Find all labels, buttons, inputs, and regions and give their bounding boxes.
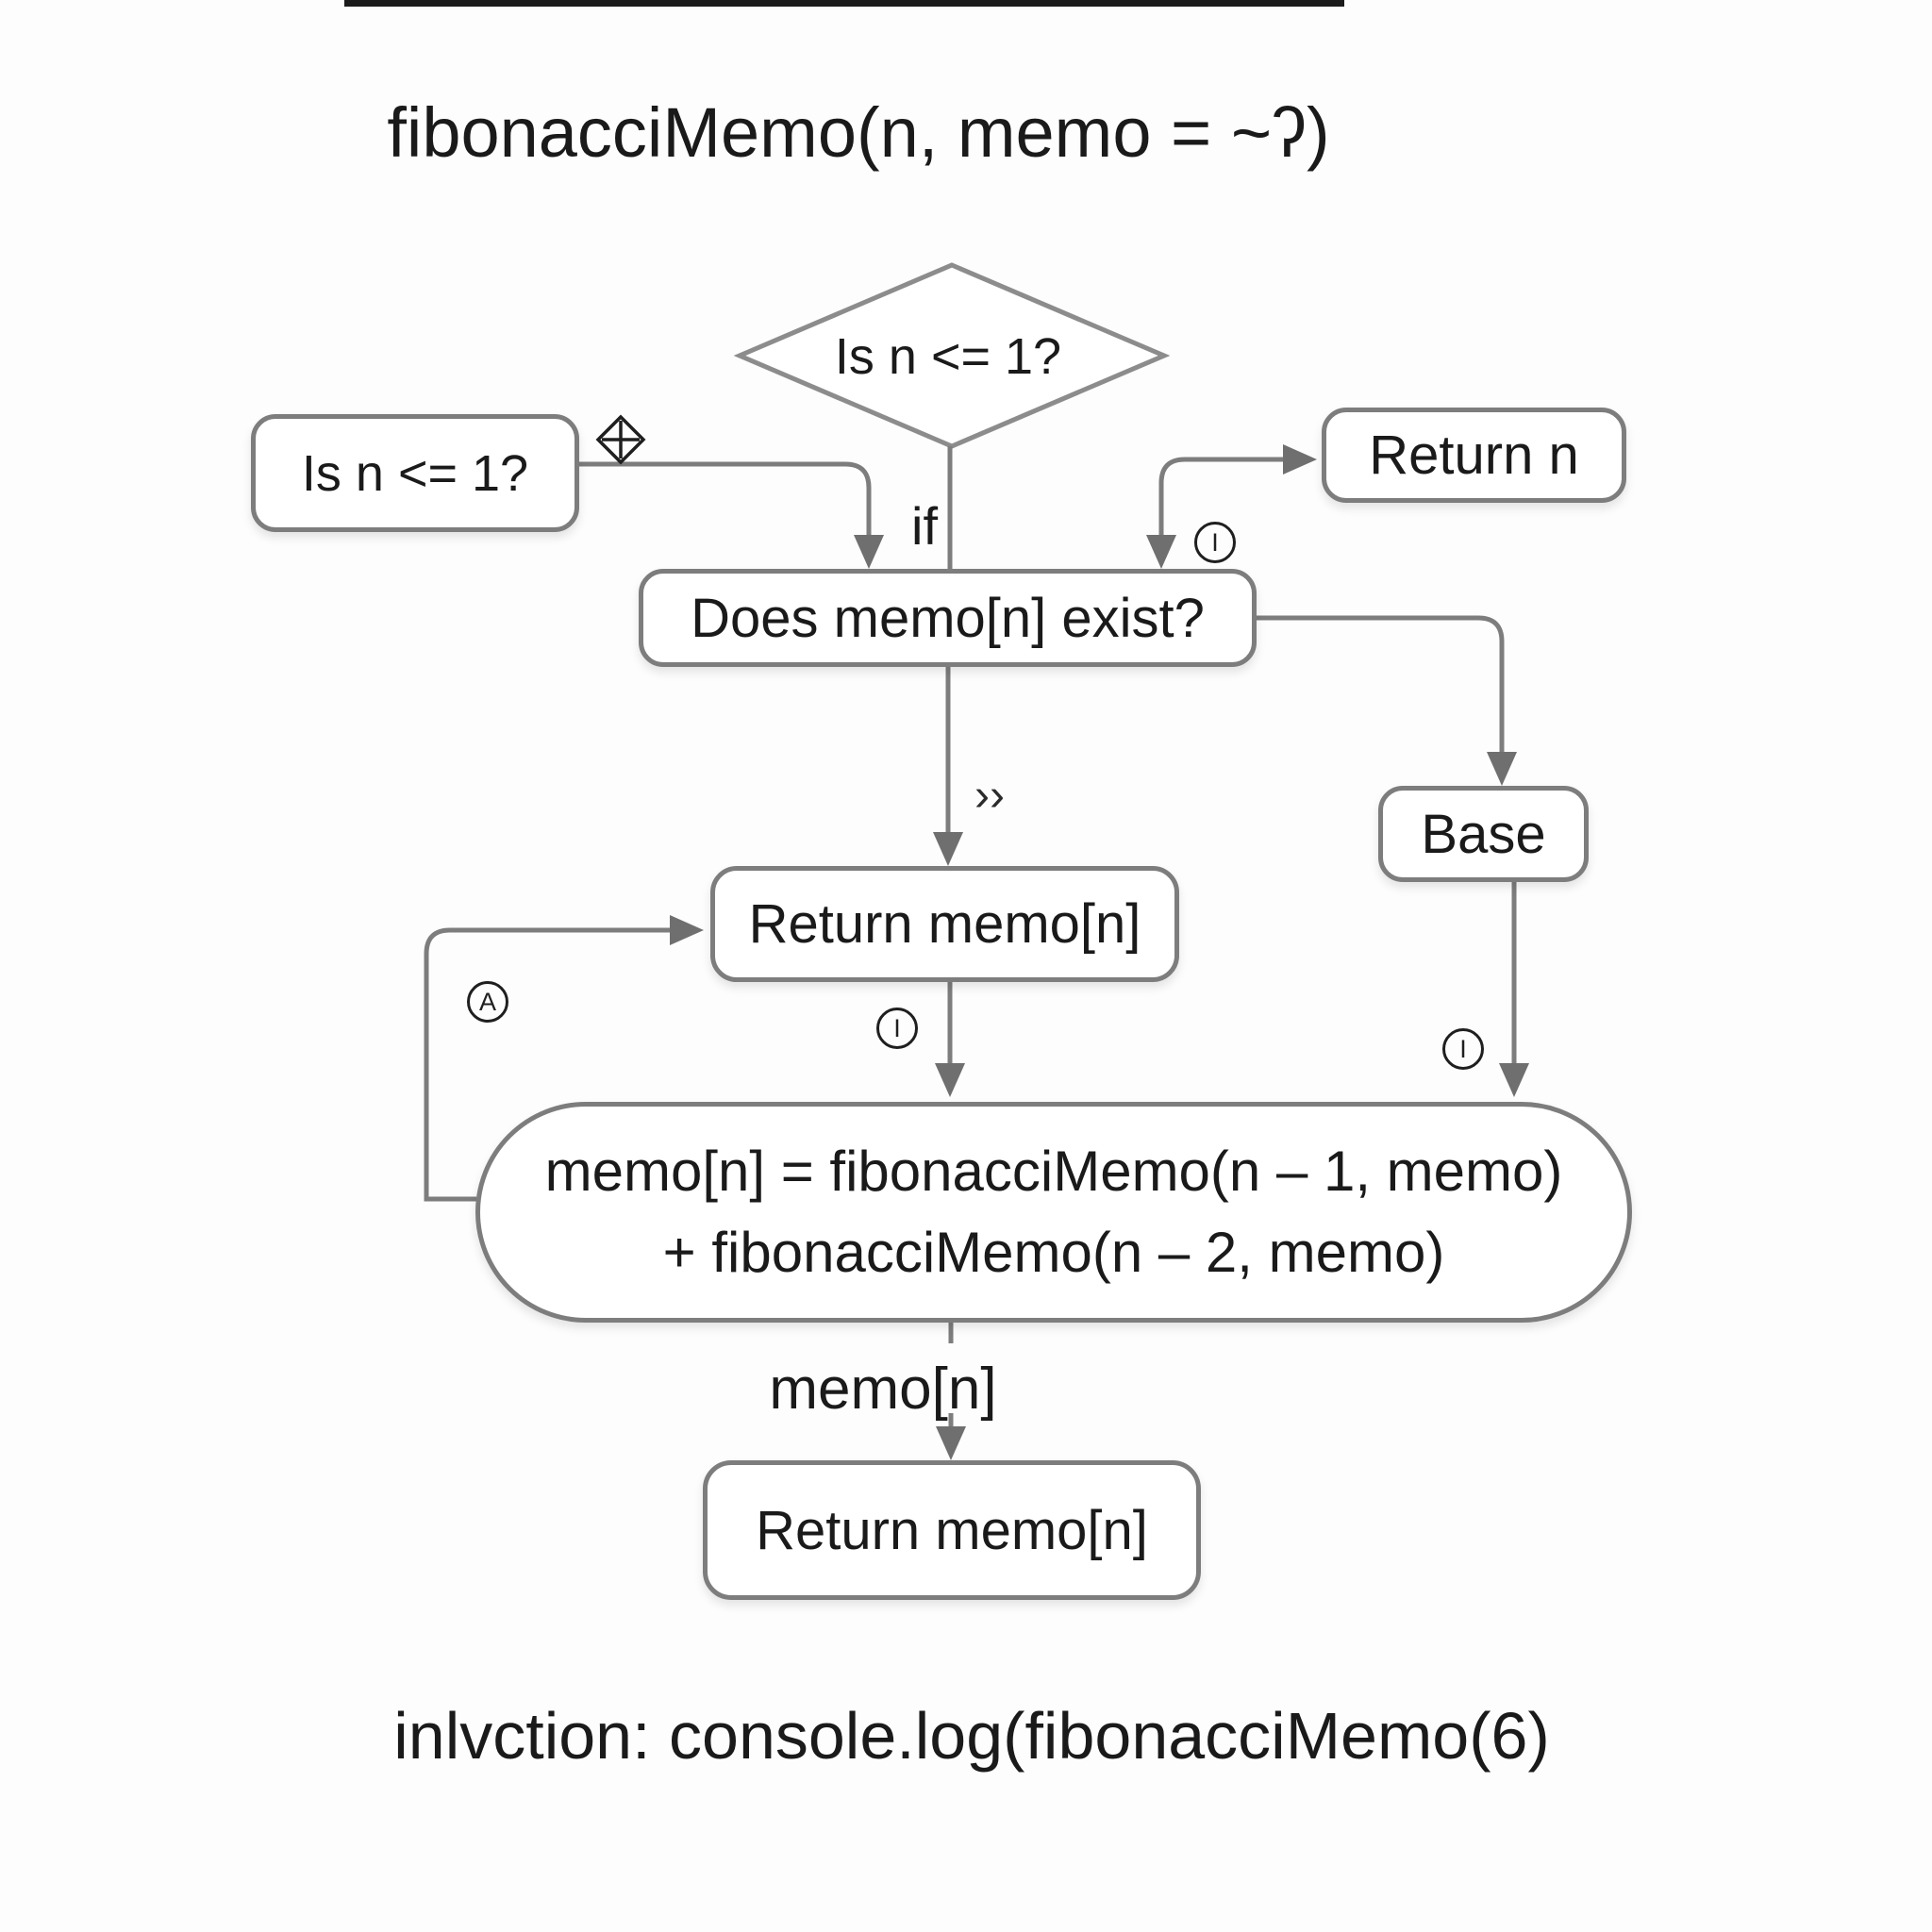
edge-label-memo-n: memo[n] bbox=[769, 1356, 997, 1422]
decision-diamond-label: Is n <= 1? bbox=[834, 328, 1062, 385]
return-memo-bottom-node: Return memo[n] bbox=[703, 1460, 1201, 1600]
compute-memo-node: memo[n] = fibonacciMemo(n – 1, memo) + f… bbox=[475, 1102, 1632, 1323]
arrowhead-down bbox=[936, 1426, 966, 1460]
arrowhead-down bbox=[1146, 535, 1176, 569]
arrowhead-down bbox=[1487, 752, 1517, 786]
circled-i-icon: I bbox=[1442, 1028, 1484, 1070]
arrowhead-right bbox=[670, 915, 704, 945]
arrowhead-down bbox=[935, 1063, 965, 1097]
compute-memo-line2: + fibonacciMemo(n – 2, memo) bbox=[662, 1221, 1445, 1284]
base-node: Base bbox=[1378, 786, 1589, 882]
return-n-node: Return n bbox=[1322, 408, 1626, 503]
return-memo-mid-node: Return memo[n] bbox=[710, 866, 1179, 982]
connector-compute-loop-to-returnmid bbox=[424, 927, 672, 1202]
check-node: Is n <= 1? bbox=[251, 414, 579, 532]
invocation-caption: inlvction: console.log(fibonacciMemo(6) bbox=[393, 1699, 1550, 1773]
circled-i-icon: I bbox=[876, 1008, 918, 1049]
diamond-plus-icon bbox=[595, 414, 646, 465]
arrowhead-down bbox=[1499, 1063, 1529, 1097]
connector-memoexists-to-base bbox=[1257, 615, 1505, 754]
connector-elbow-returnn bbox=[1158, 457, 1283, 537]
edge-label-chevrons: ›› bbox=[974, 770, 1005, 821]
connector-checkbox-to-memoexists bbox=[579, 461, 872, 537]
arrowhead-down bbox=[933, 832, 963, 866]
edge-label-if: if bbox=[911, 495, 938, 556]
arrowhead-down bbox=[854, 535, 884, 569]
compute-memo-line1: memo[n] = fibonacciMemo(n – 1, memo) bbox=[544, 1140, 1563, 1203]
top-partial-bar bbox=[344, 0, 1344, 7]
circled-a-icon: A bbox=[467, 981, 508, 1023]
memo-exists-node: Does memo[n] exist? bbox=[639, 569, 1257, 667]
circled-i-icon: I bbox=[1194, 522, 1236, 563]
page-title: fibonacciMemo(n, memo = ~ʔ) bbox=[387, 93, 1330, 172]
arrowhead-right bbox=[1283, 444, 1317, 475]
